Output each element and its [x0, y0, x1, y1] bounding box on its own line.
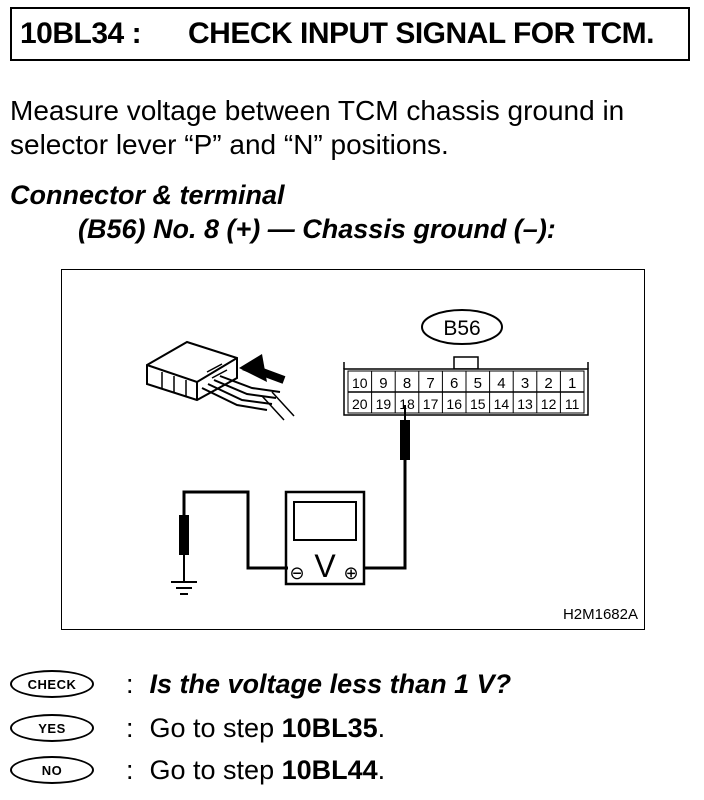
voltmeter-icon: V ⊖ ⊕: [284, 490, 366, 586]
connector-heading: Connector & terminal: [10, 180, 285, 210]
no-suffix: .: [377, 754, 386, 785]
terminal-14: 14: [494, 396, 510, 412]
terminal-11: 11: [565, 396, 580, 412]
terminal-5: 5: [474, 375, 482, 392]
check-badge: CHECK: [10, 670, 94, 698]
terminal-7: 7: [426, 375, 434, 392]
connector-terminal: (B56) No. 8 (+) — Chassis ground (–):: [78, 214, 556, 244]
yes-colon: :: [126, 712, 134, 743]
yes-prefix: Go to step: [149, 712, 282, 743]
plus-terminal: ⊕: [343, 563, 358, 584]
no-colon: :: [126, 754, 134, 785]
connector-plug-icon: [146, 340, 295, 421]
probe-icon: [350, 405, 410, 570]
terminal-1: 1: [568, 375, 576, 392]
terminal-bottom-row: 20 19 18 17 16 15 14 13 12 11: [352, 396, 580, 412]
no-badge: NO: [10, 756, 94, 784]
terminal-6: 6: [450, 375, 458, 392]
arrow-icon: [239, 354, 286, 384]
terminal-19: 19: [376, 396, 392, 412]
check-question: Is the voltage less than 1 V?: [149, 668, 512, 699]
terminal-3: 3: [521, 375, 529, 392]
terminal-13: 13: [517, 396, 533, 412]
step-title-box: 10BL34 : CHECK INPUT SIGNAL FOR TCM.: [10, 7, 690, 61]
minus-terminal: ⊖: [289, 563, 304, 584]
terminal-12: 12: [541, 396, 557, 412]
terminal-20: 20: [352, 396, 368, 412]
terminal-block: [343, 356, 589, 416]
yes-suffix: .: [377, 712, 386, 743]
ground-icon: [171, 581, 197, 595]
ground-lead: [179, 490, 288, 582]
connector-label-oval: [421, 309, 503, 345]
yes-row: YES : Go to step 10BL35 .: [10, 710, 385, 746]
terminal-15: 15: [470, 396, 486, 412]
yes-step-link[interactable]: 10BL35: [281, 712, 378, 743]
yes-badge: YES: [10, 714, 94, 742]
no-prefix: Go to step: [149, 754, 282, 785]
terminal-9: 9: [379, 375, 387, 392]
step-title: CHECK INPUT SIGNAL FOR TCM.: [188, 17, 654, 50]
terminal-dividers: [371, 371, 561, 413]
figure-code: H2M1682A: [562, 606, 638, 623]
terminal-16: 16: [446, 396, 462, 412]
instruction-text: Measure voltage between TCM chassis grou…: [10, 95, 625, 160]
terminal-4: 4: [497, 375, 505, 392]
no-step-link[interactable]: 10BL44: [281, 754, 378, 785]
terminal-10: 10: [352, 375, 368, 391]
no-row: NO : Go to step 10BL44 .: [10, 752, 385, 788]
terminal-18: 18: [399, 396, 415, 412]
terminal-2: 2: [544, 375, 552, 392]
check-colon: :: [126, 668, 134, 699]
terminal-17: 17: [423, 396, 439, 412]
terminal-8: 8: [403, 375, 411, 392]
check-row: CHECK : Is the voltage less than 1 V?: [10, 666, 511, 702]
connector-label: B56: [443, 317, 480, 340]
step-code: 10BL34 :: [20, 17, 142, 50]
meter-label: V: [314, 548, 336, 584]
